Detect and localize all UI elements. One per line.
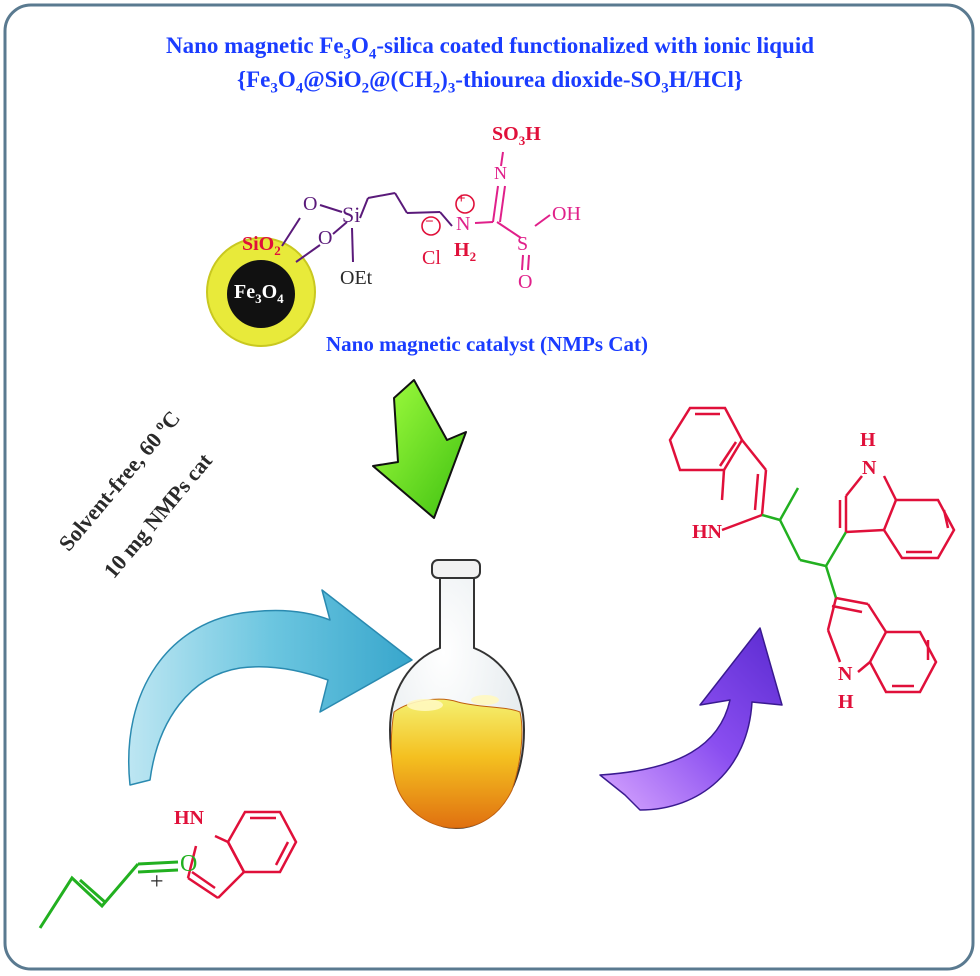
product-indole-bottom [826, 596, 938, 694]
product-n-bottom: N [838, 663, 853, 685]
aldehyde-oxygen-label: O [180, 851, 198, 877]
ethoxy-label: OEt [340, 267, 373, 289]
product-h-bottom: H [838, 691, 854, 713]
curved-arrow-right-icon [128, 589, 413, 786]
round-bottom-flask-icon [388, 559, 526, 830]
silicon-label: Si [342, 202, 361, 227]
catalyst-caption: Nano magnetic catalyst (NMPs Cat) [326, 332, 648, 356]
h2-label: H2 [454, 239, 477, 264]
minus-charge: − [425, 214, 434, 230]
title-line-1: Nano magnetic Fe3O4-silica coated functi… [165, 33, 815, 63]
plus-sign: + [150, 869, 164, 895]
minus-charge-circle [421, 216, 441, 236]
curved-arrow-up-icon [599, 627, 783, 811]
oxygen-label-2: O [318, 227, 333, 249]
thiourea-bonds [474, 151, 551, 271]
fe3o4-core [227, 260, 295, 328]
sio2-label: SiO2 [242, 233, 281, 258]
product-chain [761, 487, 848, 599]
so3h-label: SO3H [492, 123, 541, 148]
sulfinyl-oxygen-label: O [518, 271, 533, 293]
hydroxyl-label: OH [552, 203, 581, 225]
oxygen-label-1: O [303, 193, 318, 215]
product-indole-right [838, 475, 956, 560]
crotonaldehyde-structure [38, 860, 179, 929]
linker-bonds [281, 192, 453, 263]
product-h-top: H [860, 429, 876, 451]
imine-nitrogen-label: N [494, 163, 507, 183]
indole-nh-label: HN [174, 807, 204, 829]
fe3o4-label: Fe3O4 [234, 281, 284, 306]
chloride-label: Cl [422, 247, 441, 269]
indole-reactant-structure [186, 810, 298, 900]
product-indole-left [668, 406, 768, 532]
plus-charge: + [457, 191, 466, 207]
title-line-2: {Fe3O4@SiO2@(CH2)3-thiourea dioxide-SO3H… [237, 67, 743, 97]
product-hn-left: HN [692, 521, 722, 543]
sulfur-label: S [517, 233, 529, 255]
ammonium-nitrogen-label: N [456, 213, 471, 235]
product-n-top: N [862, 457, 877, 479]
plus-charge-circle [455, 194, 475, 214]
frame-border [3, 3, 975, 971]
